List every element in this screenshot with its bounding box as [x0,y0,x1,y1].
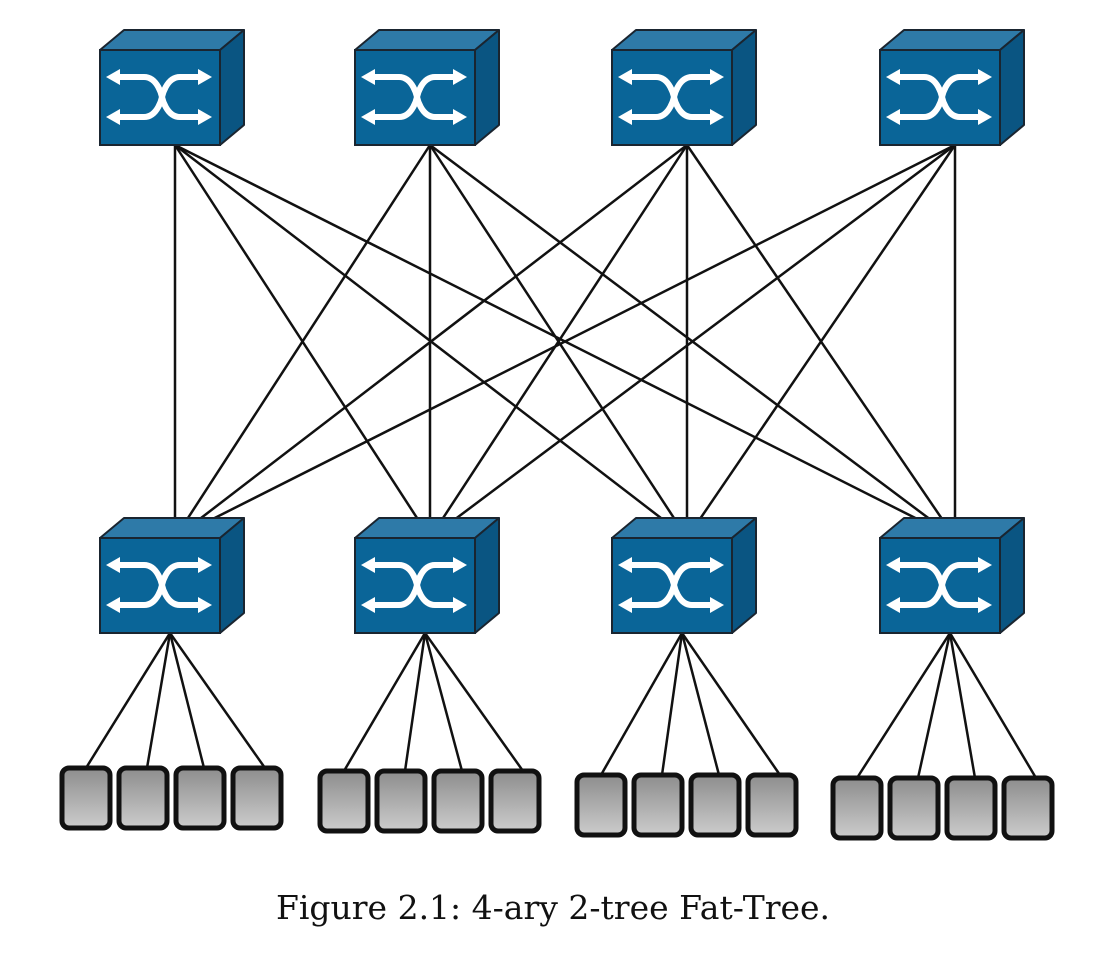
host-link-1-2 [145,632,172,769]
host-link-4-1 [855,632,952,779]
host-node-icon [574,772,628,838]
host-node-icon [488,768,542,834]
host-node-icon [830,775,884,841]
host-link-2-2 [403,632,427,772]
bottom-switch-3 [611,517,757,634]
bottom-switch-4 [879,517,1025,634]
link-top4-bottom3 [685,144,957,539]
network-switch-icon [618,557,724,613]
host-node-icon [173,765,227,831]
host-link-3-4 [680,632,782,776]
link-top3-bottom2 [428,144,689,539]
network-switch-icon [886,69,992,125]
host-link-2-3 [423,632,464,772]
host-link-3-3 [680,632,721,776]
host-link-4-2 [916,632,952,779]
network-switch-icon [361,69,467,125]
host-link-4-4 [948,632,1038,779]
top-switch-1 [99,29,245,146]
host-link-3-2 [660,632,684,776]
host-link-1-1 [84,632,172,769]
host-node-icon [317,768,371,834]
link-top4-bottom2 [429,143,956,540]
link-top4-bottom1 [174,143,956,540]
link-top3-bottom1 [174,144,688,539]
top-switch-4 [879,29,1025,146]
host-node-icon [431,768,485,834]
link-top2-bottom1 [173,144,432,539]
network-switch-icon [618,69,724,125]
network-switch-icon [361,557,467,613]
host-node-icon [230,765,284,831]
top-switch-3 [611,29,757,146]
bottom-switch-2 [354,517,500,634]
host-link-2-4 [423,632,525,772]
host-link-1-4 [168,632,267,769]
host-node-icon [1001,775,1055,841]
host-links-layer [84,632,1038,779]
figure-caption: Figure 2.1: 4-ary 2-tree Fat-Tree. [275,888,831,927]
links-layer [173,143,957,540]
hosts-layer [59,765,1055,841]
host-node-icon [688,772,742,838]
host-link-1-3 [168,632,206,769]
host-node-icon [745,772,799,838]
host-link-4-3 [948,632,977,779]
host-link-3-1 [599,632,684,776]
host-node-icon [374,768,428,834]
top-switch-2 [354,29,500,146]
network-switch-icon [106,557,212,613]
host-link-2-1 [342,632,427,772]
network-switch-icon [886,557,992,613]
host-node-icon [116,765,170,831]
host-node-icon [59,765,113,831]
host-node-icon [887,775,941,841]
host-node-icon [944,775,998,841]
bottom-switch-1 [99,517,245,634]
host-node-icon [631,772,685,838]
switches-layer [99,29,1025,634]
network-switch-icon [106,69,212,125]
